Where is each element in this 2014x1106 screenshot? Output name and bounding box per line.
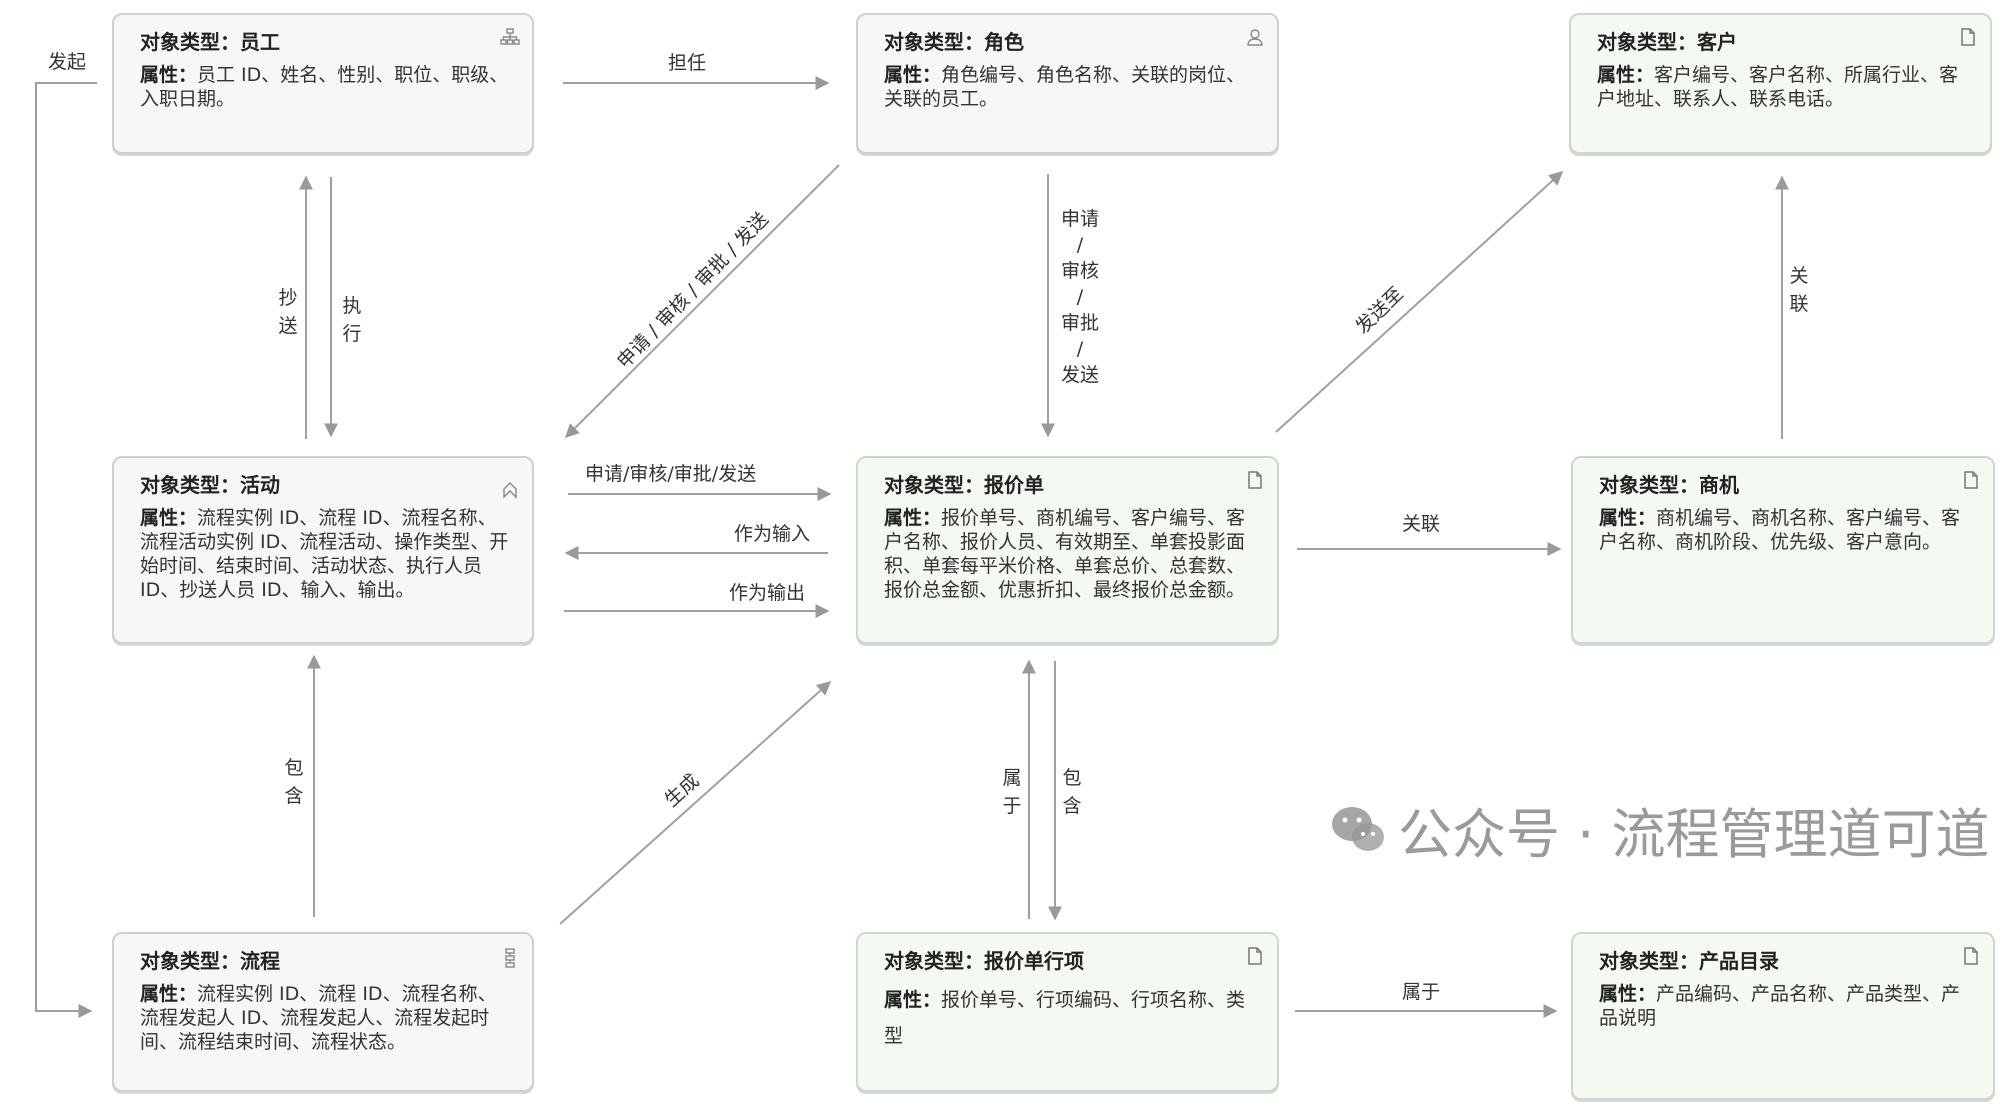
node-title: 对象类型：商机 bbox=[1599, 473, 1739, 497]
node-attributes: 属性：报价单号、行项编码、行项名称、类型 bbox=[884, 982, 1255, 1054]
edge-label-assume: 担任 bbox=[668, 52, 707, 74]
attr-values: 商机编号、商机名称、客户编号、客户名称、商机阶段、优先级、客户意向。 bbox=[1599, 507, 1961, 553]
label-line: 抄 bbox=[278, 287, 298, 309]
edge-initiate bbox=[35, 82, 97, 1018]
label-line: 发送 bbox=[1060, 364, 1099, 386]
document-icon bbox=[1961, 28, 1975, 46]
edge-role-to-activity bbox=[565, 164, 840, 438]
node-title: 对象类型：报价单 bbox=[884, 473, 1044, 497]
node-attributes: 属性：产品编码、产品名称、产品类型、产品说明 bbox=[1599, 982, 1971, 1030]
attr-values: 员工 ID、姓名、性别、职位、职级、入职日期。 bbox=[140, 64, 509, 110]
attr-values: 报价单号、行项编码、行项名称、类型 bbox=[884, 989, 1246, 1047]
attr-values: 客户编号、客户名称、所属行业、客户地址、联系人、联系电话。 bbox=[1597, 64, 1959, 110]
label-line: 申请 bbox=[1060, 208, 1099, 230]
label-line: / bbox=[1076, 286, 1084, 308]
node-attributes: 属性：商机编号、商机名称、客户编号、客户名称、商机阶段、优先级、客户意向。 bbox=[1599, 506, 1971, 554]
attr-label: 属性： bbox=[1597, 64, 1655, 86]
label-line: 包 bbox=[284, 757, 304, 779]
document-icon bbox=[1964, 471, 1978, 489]
attr-values: 流程实例 ID、流程 ID、流程名称、流程发起人 ID、流程发起人、流程发起时间… bbox=[140, 983, 497, 1053]
wechat-icon bbox=[1332, 806, 1384, 851]
edge-label-contain-line: 包 含 bbox=[1061, 764, 1083, 820]
node-title: 对象类型：流程 bbox=[140, 949, 280, 973]
node-attributes: 属性：角色编号、角色名称、关联的岗位、关联的员工。 bbox=[884, 63, 1255, 111]
node-attributes: 属性：员工 ID、姓名、性别、职位、职级、入职日期。 bbox=[140, 63, 510, 111]
edge-label-belong-to-h: 属于 bbox=[1402, 981, 1441, 1003]
label-line: 于 bbox=[1002, 795, 1022, 817]
attr-values: 角色编号、角色名称、关联的岗位、关联的员工。 bbox=[884, 64, 1246, 110]
edge-label-contain-activity: 包 含 bbox=[283, 754, 305, 810]
label-line: 含 bbox=[284, 785, 304, 807]
attr-values: 报价单号、商机编号、客户编号、客户名称、报价人员、有效期至、单套投影面积、单套每… bbox=[884, 507, 1246, 601]
org-chart-icon bbox=[500, 28, 520, 45]
label-line: 行 bbox=[342, 323, 362, 345]
label-line: 属 bbox=[1002, 767, 1022, 789]
document-icon bbox=[1248, 947, 1262, 965]
node-opportunity[interactable]: 对象类型：商机 属性：商机编号、商机名称、客户编号、客户名称、商机阶段、优先级、… bbox=[1571, 456, 1995, 644]
label-line: 审核 bbox=[1060, 260, 1099, 282]
node-customer[interactable]: 对象类型：客户 属性：客户编号、客户名称、所属行业、客户地址、联系人、联系电话。 bbox=[1569, 13, 1992, 154]
label-line: 送 bbox=[278, 315, 298, 337]
node-employee[interactable]: 对象类型：员工 属性：员工 ID、姓名、性别、职位、职级、入职日期。 bbox=[112, 13, 534, 154]
attr-label: 属性： bbox=[140, 983, 198, 1005]
edge-label-execute: 执 行 bbox=[341, 292, 363, 348]
edge-label-role-to-quote: 申请 / 审核 / 审批 / 发送 bbox=[1056, 206, 1104, 388]
label-line: / bbox=[1076, 234, 1084, 256]
node-quote-line[interactable]: 对象类型：报价单行项 属性：报价单号、行项编码、行项名称、类型 bbox=[856, 932, 1279, 1092]
node-attributes: 属性：流程实例 ID、流程 ID、流程名称、流程活动实例 ID、流程活动、操作类… bbox=[140, 506, 510, 602]
edge-label-as-output: 作为输出 bbox=[729, 582, 806, 604]
attr-label: 属性： bbox=[884, 64, 942, 86]
attr-label: 属性： bbox=[1599, 507, 1657, 529]
edge-label-as-input: 作为输入 bbox=[734, 523, 811, 545]
edge-label-cc: 抄 送 bbox=[277, 284, 299, 340]
attr-label: 属性： bbox=[884, 507, 942, 529]
edge-label-belong-to-v: 属 于 bbox=[1001, 764, 1023, 820]
attr-values: 流程实例 ID、流程 ID、流程名称、流程活动实例 ID、流程活动、操作类型、开… bbox=[140, 507, 509, 601]
label-line: 执 bbox=[342, 295, 362, 317]
document-icon bbox=[1964, 947, 1978, 965]
edge-generate bbox=[559, 681, 832, 925]
label-line: 含 bbox=[1062, 795, 1082, 817]
node-quote[interactable]: 对象类型：报价单 属性：报价单号、商机编号、客户编号、客户名称、报价人员、有效期… bbox=[856, 456, 1279, 644]
label-line: / bbox=[1076, 338, 1084, 360]
node-process[interactable]: 对象类型：流程 属性：流程实例 ID、流程 ID、流程名称、流程发起人 ID、流… bbox=[112, 932, 534, 1092]
label-line: 联 bbox=[1789, 293, 1809, 315]
edge-label-activity-to-quote: 申请/审核/审批/发送 bbox=[585, 463, 757, 485]
node-attributes: 属性：客户编号、客户名称、所属行业、客户地址、联系人、联系电话。 bbox=[1597, 63, 1968, 111]
node-title: 对象类型：报价单行项 bbox=[884, 949, 1084, 973]
attr-label: 属性： bbox=[140, 64, 198, 86]
edge-label-opp-to-customer: 关 联 bbox=[1788, 262, 1810, 318]
node-title: 对象类型：活动 bbox=[140, 473, 280, 497]
activity-icon bbox=[503, 482, 517, 499]
node-product-catalog[interactable]: 对象类型：产品目录 属性：产品编码、产品名称、产品类型、产品说明 bbox=[1571, 932, 1995, 1100]
node-title: 对象类型：客户 bbox=[1597, 30, 1737, 54]
attr-label: 属性： bbox=[884, 989, 942, 1011]
edge-label-quote-to-opp: 关联 bbox=[1402, 513, 1441, 535]
node-activity[interactable]: 对象类型：活动 属性：流程实例 ID、流程 ID、流程名称、流程活动实例 ID、… bbox=[112, 456, 534, 644]
node-title: 对象类型：角色 bbox=[884, 30, 1024, 54]
node-attributes: 属性：流程实例 ID、流程 ID、流程名称、流程发起人 ID、流程发起人、流程发… bbox=[140, 982, 510, 1054]
label-line: 审批 bbox=[1060, 312, 1099, 334]
attr-label: 属性： bbox=[1599, 983, 1657, 1005]
node-role[interactable]: 对象类型：角色 属性：角色编号、角色名称、关联的岗位、关联的员工。 bbox=[856, 13, 1279, 154]
process-icon bbox=[505, 948, 515, 968]
label-line: 关 bbox=[1789, 265, 1809, 287]
attr-values: 产品编码、产品名称、产品类型、产品说明 bbox=[1599, 983, 1961, 1029]
edge-send-to bbox=[1275, 171, 1564, 433]
node-title: 对象类型：员工 bbox=[140, 30, 280, 54]
node-title: 对象类型：产品目录 bbox=[1599, 949, 1779, 973]
watermark: 公众号 · 流程管理道可道 bbox=[1330, 790, 1990, 869]
label-line: 包 bbox=[1062, 767, 1082, 789]
watermark-text: 公众号 · 流程管理道可道 bbox=[1398, 803, 1990, 866]
attr-label: 属性： bbox=[140, 507, 198, 529]
edge-label-initiate: 发起 bbox=[48, 51, 87, 73]
node-attributes: 属性：报价单号、商机编号、客户编号、客户名称、报价人员、有效期至、单套投影面积、… bbox=[884, 506, 1255, 602]
document-icon bbox=[1248, 471, 1262, 489]
user-icon bbox=[1247, 29, 1263, 46]
